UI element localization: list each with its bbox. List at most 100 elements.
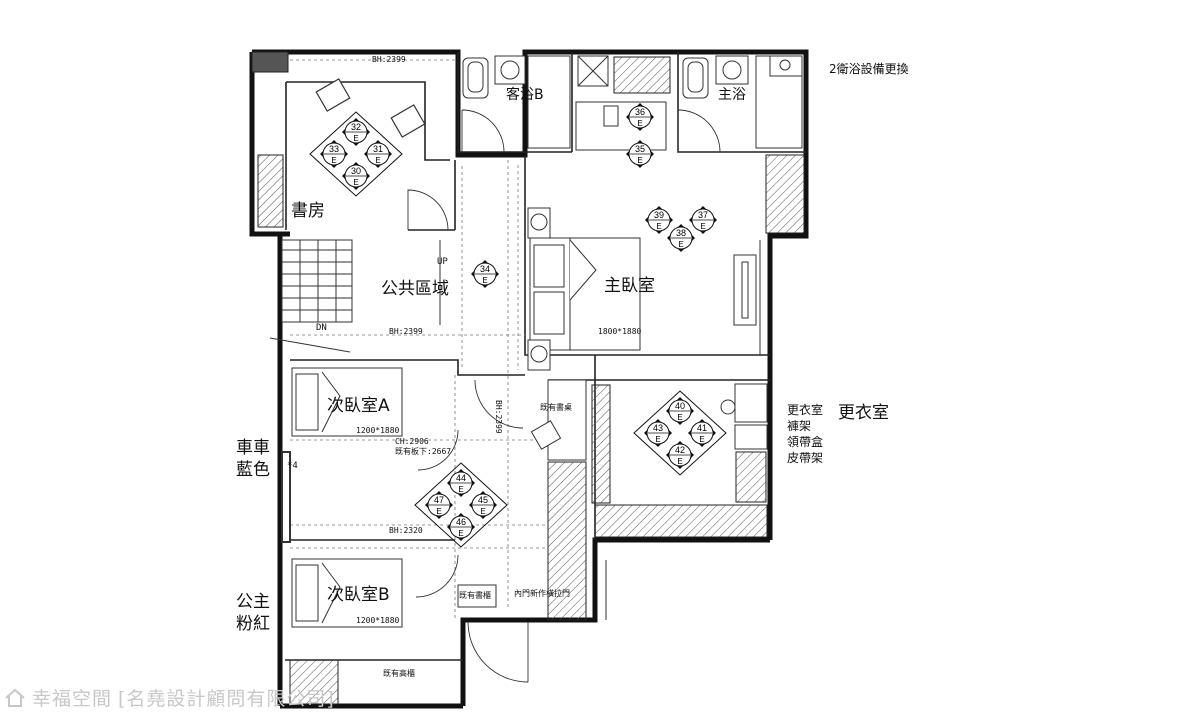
marker-diamond (414, 462, 508, 548)
marker-number: 36 (635, 107, 645, 117)
note-bath-equipment: 2衛浴設備更換 (829, 62, 909, 76)
elevation-marker: 46E (447, 513, 475, 541)
watermark-brand: 幸福空間 (32, 688, 113, 710)
dressing-item: 領帶盒 (787, 435, 824, 449)
marker-letter: E (655, 435, 660, 444)
watermark: 幸福空間 [名堯設計顧問有限公司] (4, 684, 335, 711)
marker-number: 34 (480, 264, 490, 274)
marker-number: 35 (635, 144, 645, 154)
bedroom-a-theme: 車車 (236, 438, 270, 458)
marker-letter: E (700, 222, 705, 231)
marker-number: 38 (676, 228, 686, 238)
marker-letter: E (436, 507, 441, 516)
elevation-marker: 39E (645, 206, 673, 234)
marker-number: 47 (434, 495, 444, 505)
marker-letter: E (677, 413, 682, 422)
new-sliding-door-label: 內門新作橫拉門 (514, 589, 570, 598)
elevation-marker: 40E (666, 397, 694, 425)
marker-diamond (309, 111, 403, 197)
house-icon (5, 688, 25, 707)
marker-letter: E (458, 485, 463, 494)
marker-number: 30 (351, 166, 361, 176)
elevation-marker: 34E (471, 260, 499, 288)
watermark-company: [名堯設計顧問有限公司] (118, 688, 335, 710)
existing-floor: 既有板下:2667 (395, 447, 452, 456)
elevation-marker: 47E (425, 491, 453, 519)
marker-number: 39 (654, 210, 664, 220)
room-label-master-bath: 主浴 (718, 87, 746, 103)
hatched-walls (251, 51, 805, 705)
bedroom-b-color: 粉紅 (236, 614, 270, 634)
marker-letter: E (353, 134, 358, 143)
marker-letter: E (375, 156, 380, 165)
marker-number: 40 (675, 401, 685, 411)
bh-lower: BH:2320 (389, 526, 423, 535)
marker-letter: E (482, 276, 487, 285)
elevation-marker: 35E (626, 140, 654, 168)
marker-number: 42 (675, 445, 685, 455)
ceiling-height: CH:2906 (395, 437, 429, 446)
elevation-marker: 36E (626, 103, 654, 131)
bath-fixtures (462, 55, 803, 151)
marker-number: 46 (456, 517, 466, 527)
room-label-bedroom-a: 次臥室A (327, 396, 390, 416)
marker-letter: E (331, 156, 336, 165)
marker-letter: E (480, 507, 485, 516)
bed-size-b: 1200*1880 (356, 616, 400, 625)
existing-desk (530, 379, 587, 461)
dressing-furniture (720, 383, 768, 450)
marker-letter: E (699, 435, 704, 444)
marker-number: 45 (478, 495, 488, 505)
marker-number: 43 (653, 423, 663, 433)
marker-letter: E (678, 240, 683, 249)
elevation-marker: 42E (666, 441, 694, 469)
marker-diamond (633, 390, 727, 476)
dressing-item: 更衣室 (787, 403, 824, 417)
bh-top: BH:2399 (372, 55, 406, 64)
elevation-marker: 44E (447, 469, 475, 497)
room-label-guest-bath: 客浴B (506, 87, 544, 103)
stair-down-label: DN (316, 323, 327, 333)
bedrooms (281, 367, 497, 628)
room-label-bedroom-b: 次臥室B (327, 585, 390, 605)
marker-letter: E (677, 457, 682, 466)
right-wall (605, 240, 761, 620)
room-label-dressing: 更衣室 (838, 403, 889, 423)
room-label-study: 書房 (291, 201, 325, 221)
elevation-marker: 32E (342, 118, 370, 146)
elevation-marker: 33E (320, 140, 348, 168)
marker-letter: E (353, 178, 358, 187)
bed-size-a: 1200*1880 (356, 426, 400, 435)
bedroom-a-color: 藍色 (236, 460, 270, 480)
marker-number: 37 (698, 210, 708, 220)
elevation-marker: 38E (667, 224, 695, 252)
marker-number: 33 (329, 144, 339, 154)
bedroom-b-theme: 公主 (236, 592, 270, 612)
marker-letter: E (656, 222, 661, 231)
dashed-lines (290, 59, 548, 620)
room-label-master-bedroom: 主臥室 (604, 276, 655, 296)
elevation-marker: 41E (688, 419, 716, 447)
marker-number: 44 (456, 473, 466, 483)
marker-four: *4 (287, 461, 298, 471)
staircase (269, 239, 441, 353)
elevation-marker: 43E (644, 419, 672, 447)
room-label-public-area: 公共區域 (381, 279, 449, 299)
dressing-item: 皮帶架 (787, 451, 824, 465)
master-furniture (527, 207, 757, 371)
marker-letter: E (637, 119, 642, 128)
bh-hall: BH:2399 (389, 327, 423, 336)
marker-letter: E (637, 156, 642, 165)
stair-up-label: UP (437, 257, 448, 267)
bed-size-master: 1800*1880 (598, 327, 642, 336)
marker-letter: E (458, 529, 463, 538)
marker-number: 32 (351, 122, 361, 132)
existing-desk-label: 既有書桌 (540, 403, 572, 412)
elevation-markers: 32E33E31E30E34E36E35E39E37E38E40E43E41E4… (309, 103, 727, 548)
elevation-marker: 30E (342, 162, 370, 190)
marker-number: 41 (697, 423, 707, 433)
bh-vertical: BH:2399 (494, 400, 503, 434)
marker-number: 31 (373, 144, 383, 154)
existing-bookcase-label: 既有書櫃 (459, 591, 491, 600)
